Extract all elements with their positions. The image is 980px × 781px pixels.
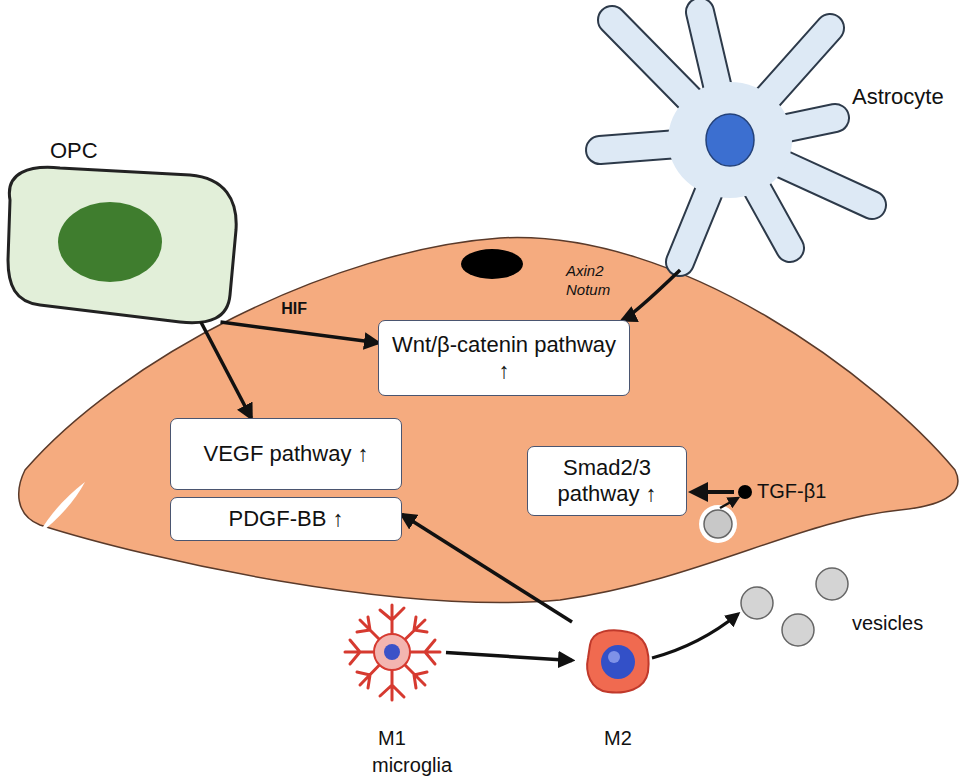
- arrow-connector: [201, 322, 251, 418]
- pathway-box: PDGF-BB ↑: [170, 497, 402, 541]
- m2-nucleus: [601, 645, 635, 679]
- cell-name: M1: [338, 726, 446, 750]
- pathway-box: VEGF pathway ↑: [170, 418, 402, 490]
- white-sliver: [38, 482, 85, 535]
- m2-microglia: [587, 630, 648, 692]
- astrocyte-cell: [600, 12, 872, 262]
- m1-body: [374, 634, 410, 670]
- box-text: Smad2/3 pathway ↑: [536, 455, 678, 508]
- box-text: Wnt/β-catenin pathway ↑: [387, 332, 621, 385]
- m2-nucleus-highlight: [608, 651, 620, 663]
- vesicles: [741, 568, 848, 646]
- arrow-connector: [622, 270, 680, 320]
- cell-name: OPC: [50, 138, 98, 164]
- gene-label: Notum: [566, 281, 610, 298]
- cell-name: M2: [572, 726, 664, 750]
- fusing-vesicle: [704, 510, 732, 538]
- release-arrow: [720, 498, 738, 508]
- m2-node: M2: [572, 622, 664, 750]
- arrow-connector: [402, 515, 572, 622]
- opc-nucleus: [58, 202, 162, 282]
- arrow-connector: [221, 322, 379, 343]
- arrow-connector: [446, 653, 572, 661]
- edge-label: HIF: [281, 300, 307, 318]
- box-text: PDGF-BB ↑: [229, 506, 344, 532]
- pathway-box: Wnt/β-catenin pathway ↑: [378, 320, 630, 396]
- tgf-dot: [738, 485, 752, 499]
- cell-type-label: microglia: [372, 754, 452, 777]
- m1-nucleus: [384, 644, 400, 660]
- pathway-box: Smad2/3 pathway ↑: [527, 446, 687, 516]
- tgf-arrow: [692, 490, 734, 494]
- molecule-label: TGF-β1: [757, 480, 826, 503]
- cell-name: Astrocyte: [852, 84, 944, 110]
- secretion-arrow: [652, 614, 738, 658]
- m1-node: M1: [338, 600, 446, 750]
- cell-nucleus: [461, 249, 523, 279]
- gene-label: Axin2: [566, 262, 604, 279]
- opc-node: OPC: [0, 138, 245, 322]
- opc-cell: [8, 167, 236, 322]
- vesicle-label: vesicles: [852, 612, 923, 635]
- vesicle-halo: [699, 505, 737, 543]
- astrocyte-nucleus: [706, 114, 754, 166]
- box-text: VEGF pathway ↑: [203, 441, 368, 467]
- astrocyte-node: Astrocyte: [590, 8, 975, 270]
- m1-microglia: [345, 605, 440, 700]
